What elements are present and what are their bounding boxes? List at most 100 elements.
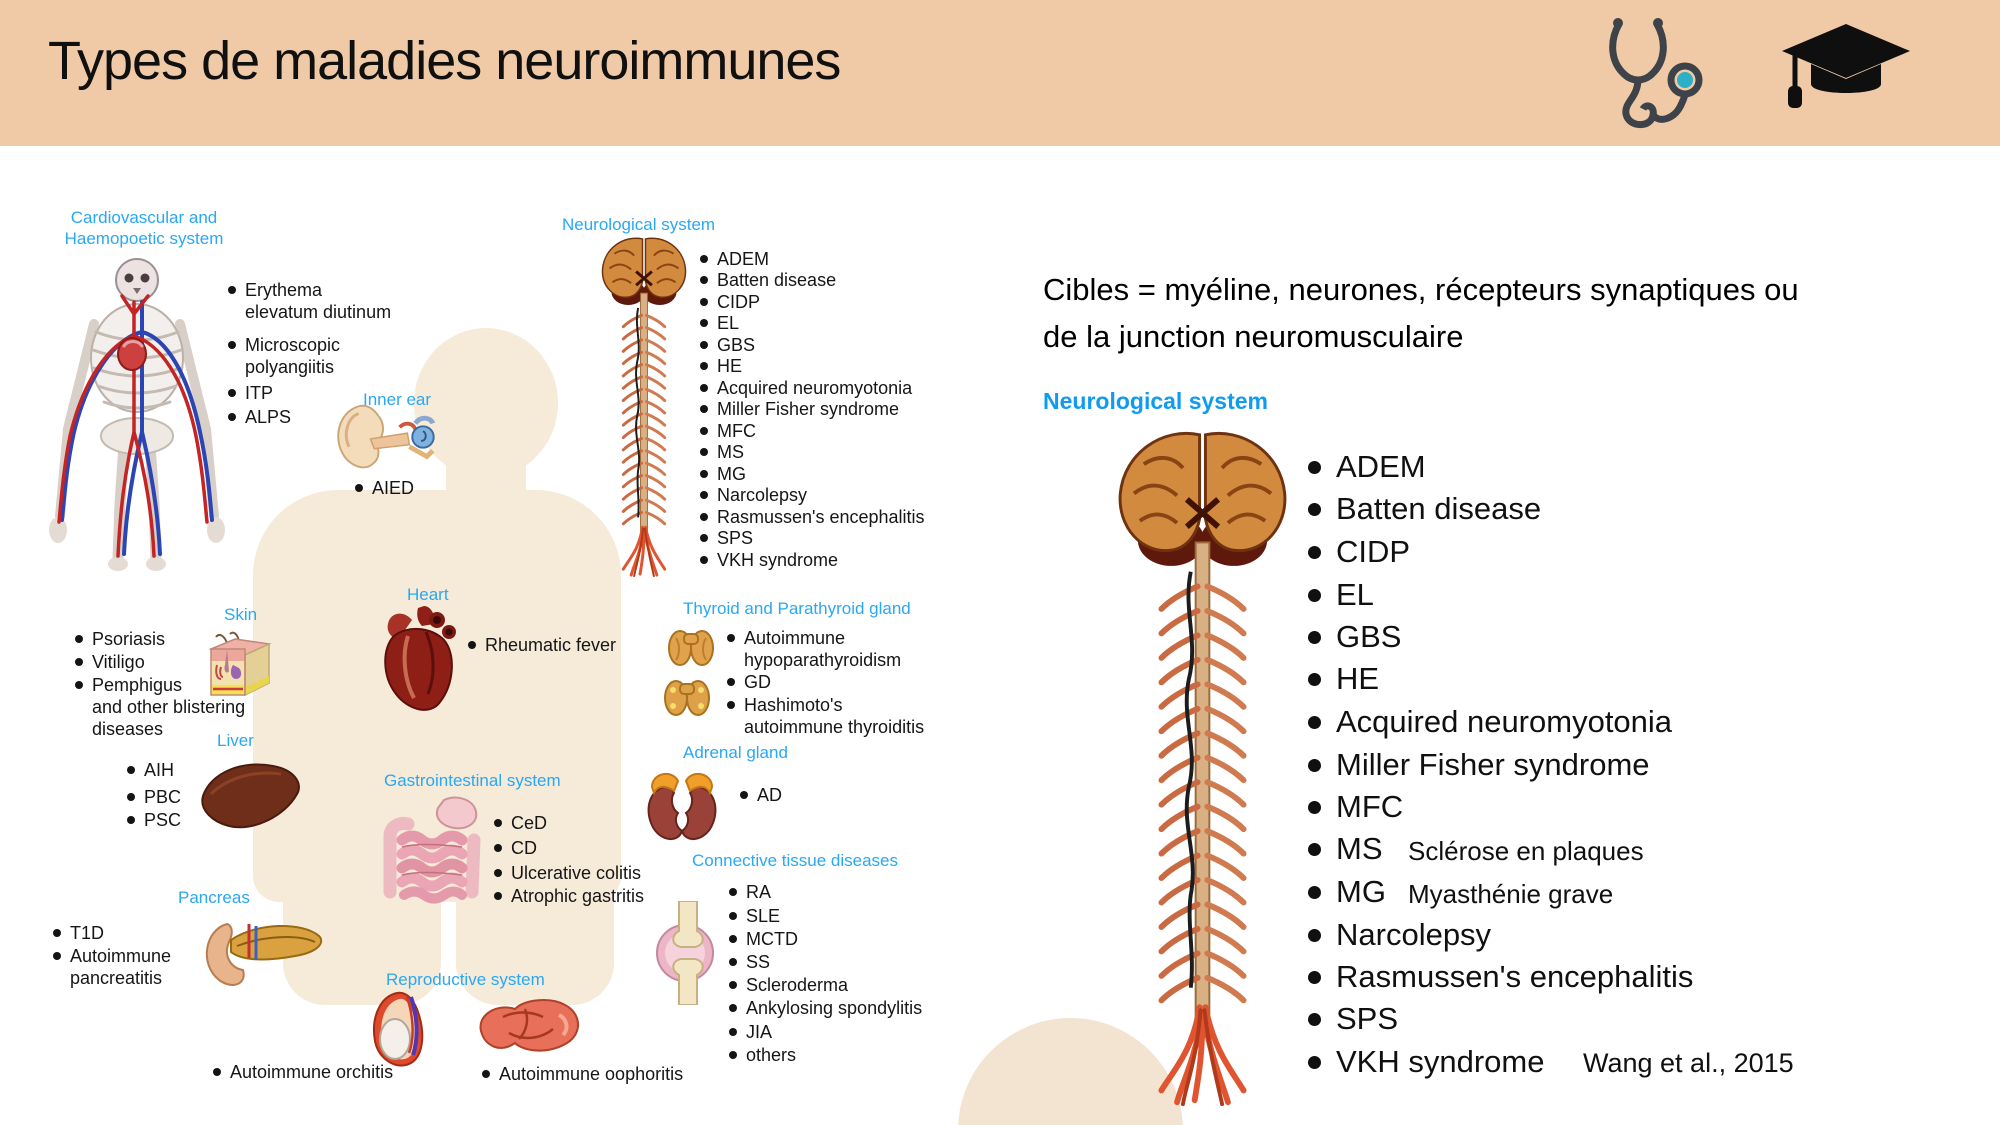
list-item: CeD xyxy=(494,813,547,835)
right-list-item: Rasmussen's encephalitis xyxy=(1308,959,1693,995)
list-item: SPS xyxy=(700,528,753,550)
list-item: AD xyxy=(740,785,782,807)
list-item: EL xyxy=(700,313,739,335)
list-item: ITP xyxy=(228,383,273,405)
right-list-item: CIDP xyxy=(1308,534,1410,570)
skin-icon xyxy=(208,631,272,697)
list-item: AIH xyxy=(127,760,174,782)
list-item: Autoimmune pancreatitis xyxy=(53,946,171,990)
bullet-icon xyxy=(729,1004,737,1012)
figure-label-gastrointestinal: Gastrointestinal system xyxy=(384,771,561,790)
list-item: JIA xyxy=(729,1022,772,1044)
bullet-icon xyxy=(1308,971,1321,984)
bullet-icon xyxy=(700,534,708,542)
bullet-icon xyxy=(494,844,502,852)
list-item: Ankylosing spondylitis xyxy=(729,998,922,1020)
bullet-icon xyxy=(127,816,135,824)
bullet-icon xyxy=(75,658,83,666)
list-item: Ulcerative colitis xyxy=(494,863,641,885)
list-item: MG xyxy=(700,464,746,486)
bullet-icon xyxy=(1308,716,1321,729)
targets-text: Cibles = myéline, neurones, récepteurs s… xyxy=(1043,272,1799,355)
bullet-icon xyxy=(1308,589,1321,602)
list-item: GBS xyxy=(700,335,755,357)
bullet-icon xyxy=(700,556,708,564)
list-item: Narcolepsy xyxy=(700,485,807,507)
bullet-icon xyxy=(228,286,236,294)
brain-spine-icon-large xyxy=(1100,425,1305,1110)
graduation-cap-icon xyxy=(1782,24,1910,108)
figure-label-adrenal: Adrenal gland xyxy=(683,743,788,762)
list-item: VKH syndrome xyxy=(700,550,838,572)
bullet-icon xyxy=(355,484,363,492)
right-list-item: Miller Fisher syndrome xyxy=(1308,747,1650,783)
bullet-icon xyxy=(1308,1013,1321,1026)
list-item: AIED xyxy=(355,478,414,500)
list-item: CIDP xyxy=(700,292,760,314)
figure-label-cardiovascular: Cardiovascular and Haemopoetic system xyxy=(64,208,224,248)
list-item: MS xyxy=(700,442,744,464)
right-list-item: Batten disease xyxy=(1308,491,1541,527)
bullet-icon xyxy=(729,981,737,989)
figure-label-liver: Liver xyxy=(217,731,254,750)
bullet-icon xyxy=(1308,546,1321,559)
bullet-icon xyxy=(75,635,83,643)
note-ms: Sclérose en plaques xyxy=(1408,836,1644,866)
list-item: Vitiligo xyxy=(75,652,145,674)
right-list-item: HE xyxy=(1308,661,1379,697)
bullet-icon xyxy=(53,929,61,937)
note-mg: Myasthénie grave xyxy=(1408,879,1614,909)
list-item: SLE xyxy=(729,906,780,928)
bullet-icon xyxy=(700,362,708,370)
bullet-icon xyxy=(1308,801,1321,814)
bullet-icon xyxy=(228,413,236,421)
bullet-icon xyxy=(700,341,708,349)
bullet-icon xyxy=(1308,759,1321,772)
bullet-icon xyxy=(729,888,737,896)
right-list-item: SPS xyxy=(1308,1001,1398,1037)
cardiovascular-body-illustration xyxy=(49,258,225,571)
bullet-icon xyxy=(127,793,135,801)
citation: Wang et al., 2015 xyxy=(1583,1048,1794,1078)
bullet-icon xyxy=(700,298,708,306)
bullet-icon xyxy=(1308,461,1321,474)
bullet-icon xyxy=(700,427,708,435)
list-item: SS xyxy=(729,952,770,974)
bullet-icon xyxy=(1308,886,1321,899)
bullet-icon xyxy=(700,384,708,392)
testis-icon xyxy=(373,991,424,1067)
bullet-icon xyxy=(727,701,735,709)
bullet-icon xyxy=(75,681,83,689)
right-neurological-heading: Neurological system xyxy=(1043,388,1268,414)
list-item: CD xyxy=(494,838,537,860)
list-item: MFC xyxy=(700,421,756,443)
bullet-icon xyxy=(729,912,737,920)
bullet-icon xyxy=(700,491,708,499)
list-item: Erythema elevatum diutinum xyxy=(228,280,391,324)
bullet-icon xyxy=(494,869,502,877)
list-item: ALPS xyxy=(228,407,291,429)
heart-icon xyxy=(384,606,456,711)
bullet-icon xyxy=(1308,631,1321,644)
figure-label-neurological: Neurological system xyxy=(562,215,716,234)
bullet-icon xyxy=(727,634,735,642)
list-item: Autoimmune oophoritis xyxy=(482,1064,683,1086)
figure-label-heart: Heart xyxy=(407,585,449,604)
bullet-icon xyxy=(1308,1056,1321,1069)
bullet-icon xyxy=(1308,673,1321,686)
right-list-item: MFC xyxy=(1308,789,1403,825)
bullet-icon xyxy=(228,341,236,349)
list-item: others xyxy=(729,1045,796,1067)
list-item: T1D xyxy=(53,923,104,945)
list-item: Atrophic gastritis xyxy=(494,886,644,908)
list-item: Pemphigus and other blistering diseases xyxy=(75,675,245,741)
bullet-icon xyxy=(700,255,708,263)
figure-label-thyroid: Thyroid and Parathyroid gland xyxy=(683,599,911,618)
bullet-icon xyxy=(729,958,737,966)
body-silhouette xyxy=(456,852,614,1005)
right-list-item: EL xyxy=(1308,577,1374,613)
list-item: RA xyxy=(729,882,771,904)
figure-label-connective: Connective tissue diseases xyxy=(692,851,899,870)
list-item: Psoriasis xyxy=(75,629,165,651)
